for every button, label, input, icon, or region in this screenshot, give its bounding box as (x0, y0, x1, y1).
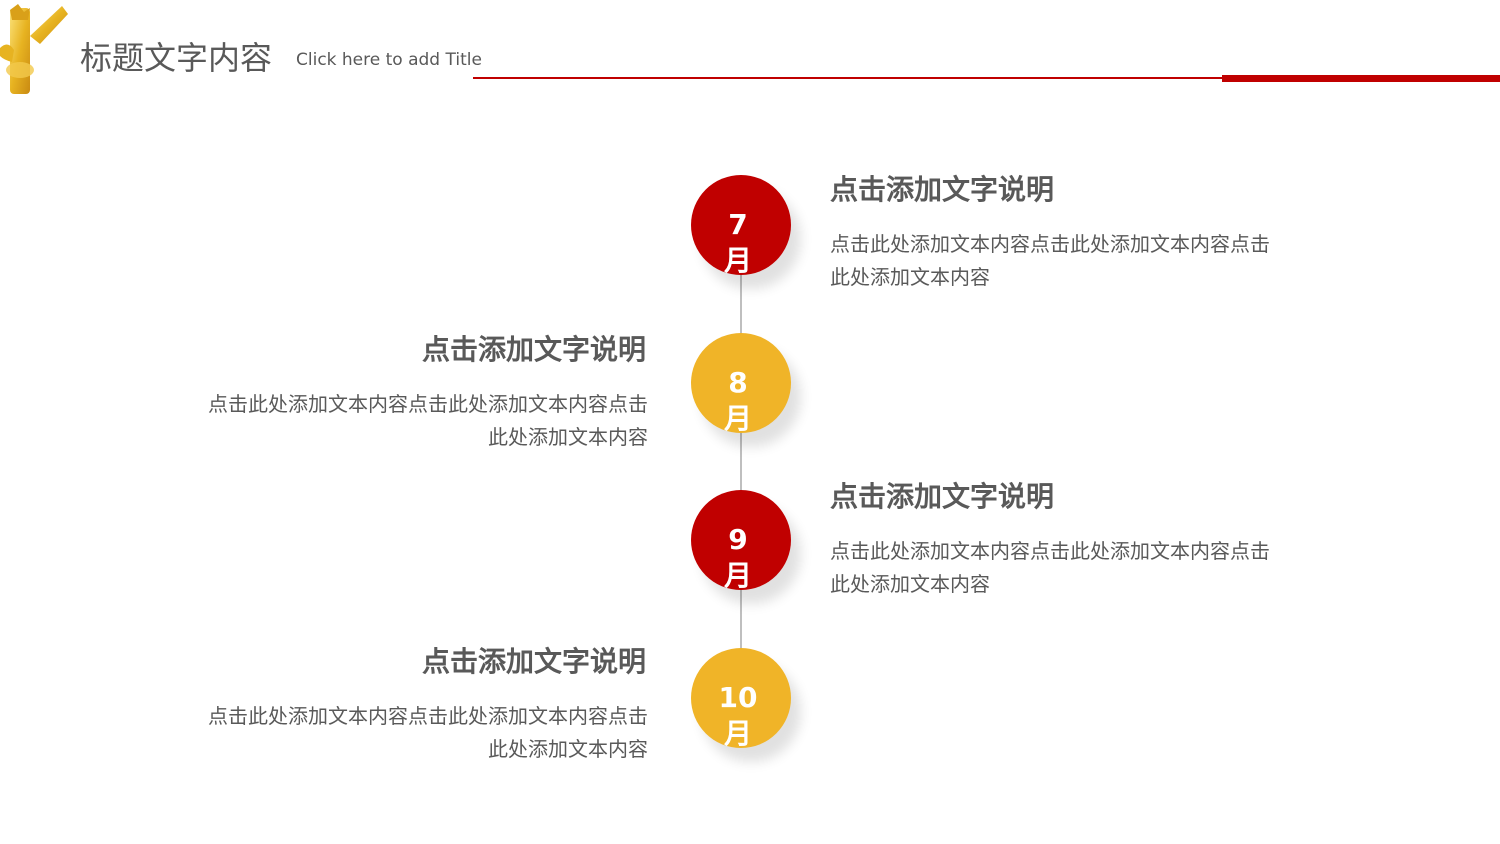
timeline-node-october: 10 月 (691, 648, 791, 748)
node-month-number: 7 (728, 208, 748, 241)
node-month-number: 8 (728, 366, 748, 399)
header-divider-accent (1222, 75, 1500, 82)
timeline-node-august: 8 月 (691, 333, 791, 433)
item-title-august: 点击添加文字说明 (421, 333, 646, 366)
node-month-unit: 月 (723, 717, 752, 748)
item-desc-july: 点击此处添加文本内容点击此处添加文本内容点击此处添加文本内容 (830, 232, 1270, 289)
item-desc-october: 点击此处添加文本内容点击此处添加文本内容点击此处添加文本内容 (208, 704, 648, 761)
item-title-july: 点击添加文字说明 (830, 173, 1055, 206)
node-month-unit: 月 (723, 244, 752, 275)
header-divider (473, 77, 1223, 79)
page-subtitle: Click here to add Title (296, 50, 482, 70)
huabiao-logo (0, 4, 68, 94)
timeline-node-july: 7 月 (691, 175, 791, 275)
node-month-unit: 月 (723, 559, 752, 590)
item-title-september: 点击添加文字说明 (830, 480, 1055, 513)
item-title-october: 点击添加文字说明 (421, 645, 646, 678)
node-month-unit: 月 (723, 402, 752, 433)
page-title: 标题文字内容 (80, 39, 273, 77)
item-desc-august: 点击此处添加文本内容点击此处添加文本内容点击此处添加文本内容 (208, 392, 648, 449)
item-desc-september: 点击此处添加文本内容点击此处添加文本内容点击此处添加文本内容 (830, 539, 1270, 596)
node-month-number: 9 (728, 523, 748, 556)
timeline-node-september: 9 月 (691, 490, 791, 590)
timeline-connector (740, 225, 742, 697)
node-month-number: 10 (718, 681, 758, 714)
